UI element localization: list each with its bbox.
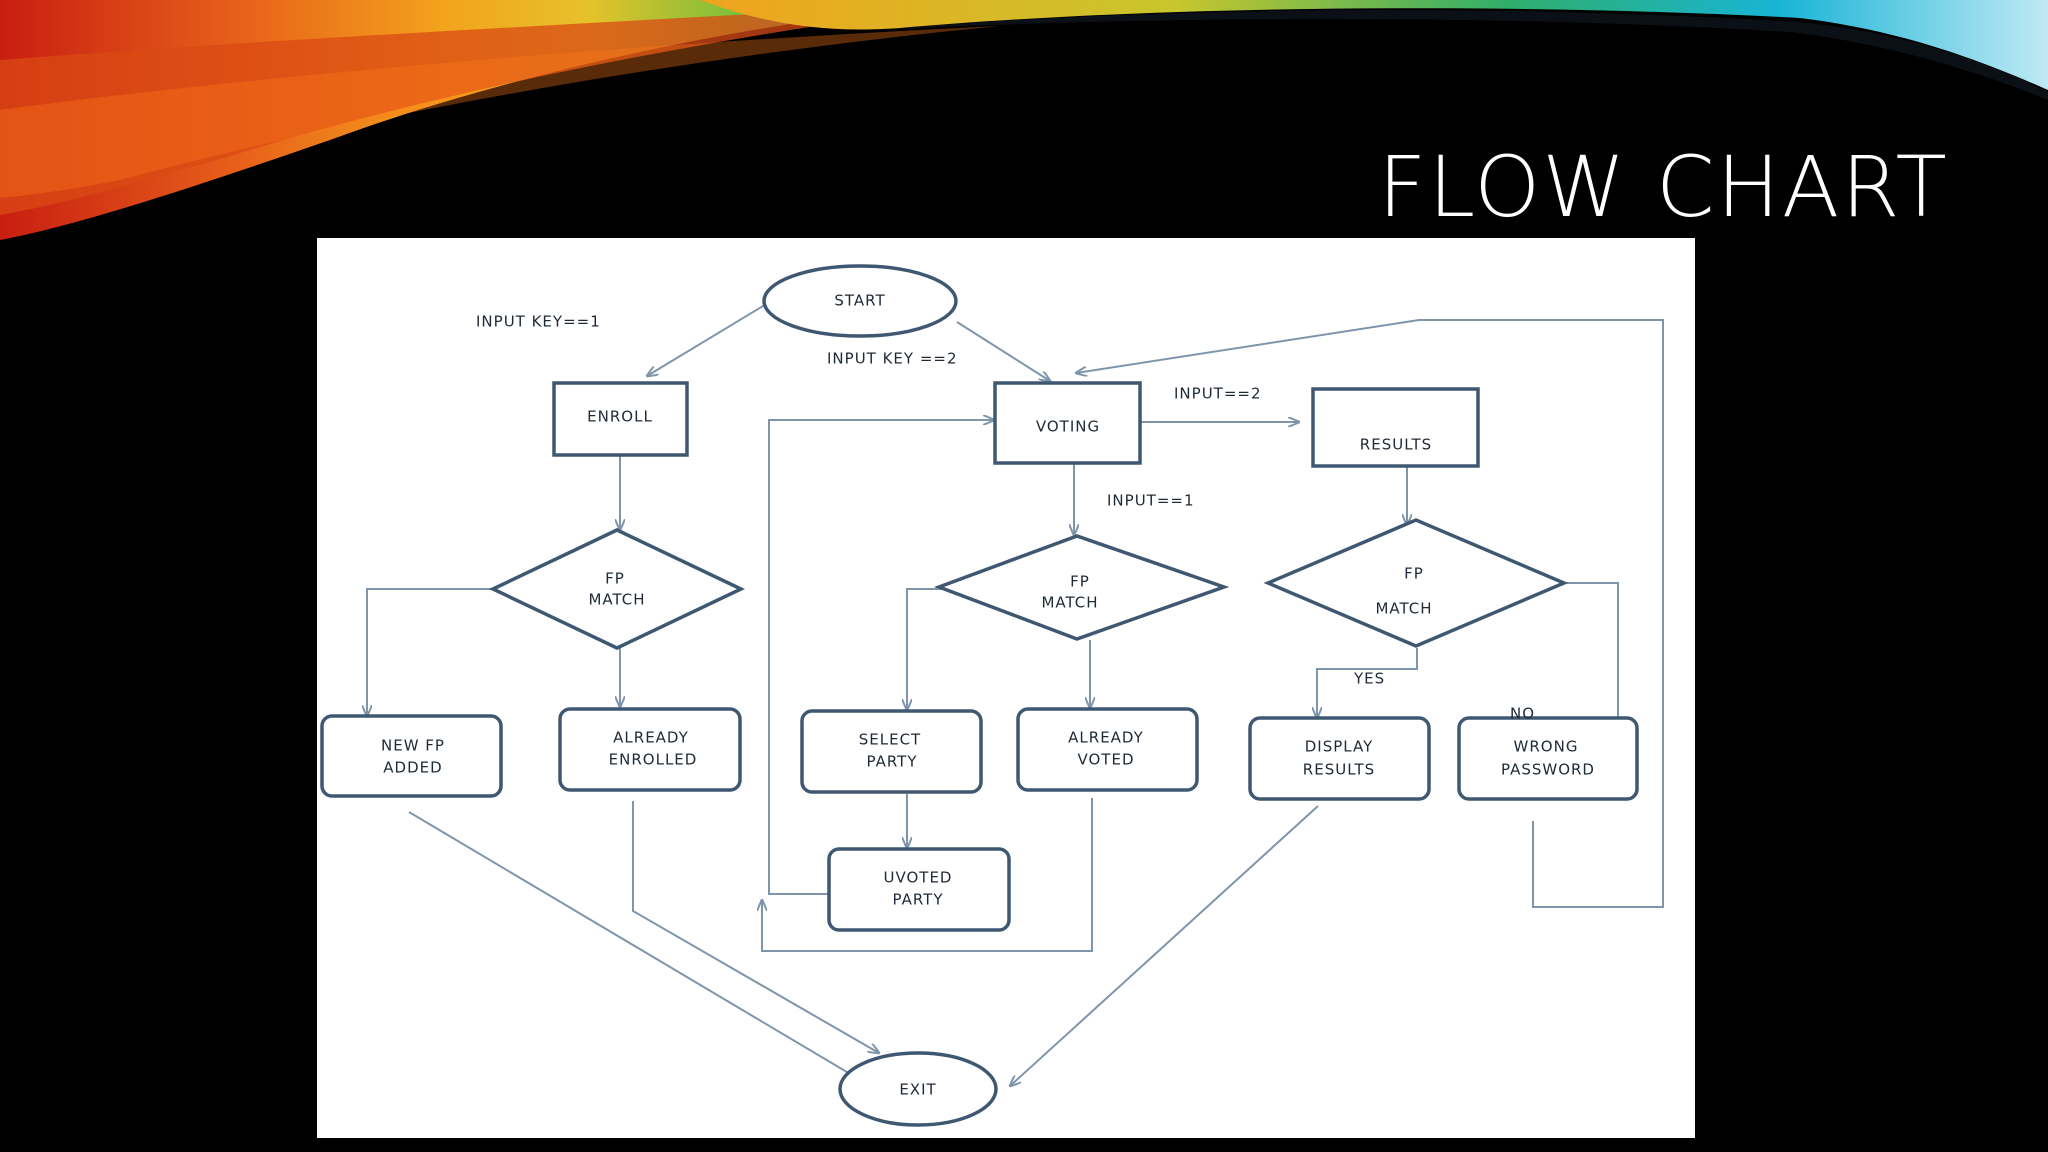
edge-label-input-key-2: INPUT KEY ==2 bbox=[827, 350, 958, 368]
svg-text:UVOTED: UVOTED bbox=[884, 869, 953, 887]
svg-text:FP: FP bbox=[1070, 573, 1090, 591]
svg-text:EXIT: EXIT bbox=[899, 1081, 936, 1099]
edge-label-yes: YES bbox=[1353, 670, 1385, 688]
svg-text:MATCH: MATCH bbox=[1375, 600, 1432, 618]
svg-text:NEW FP: NEW FP bbox=[381, 737, 445, 755]
svg-text:MATCH: MATCH bbox=[1041, 594, 1098, 612]
svg-text:ENROLLED: ENROLLED bbox=[609, 751, 698, 769]
svg-text:PARTY: PARTY bbox=[866, 753, 917, 771]
node-new-fp-added: NEW FP ADDED bbox=[320, 714, 503, 798]
decorative-swoosh-banner bbox=[0, 0, 2048, 240]
node-voting: VOTING bbox=[993, 381, 1142, 465]
svg-text:ENROLL: ENROLL bbox=[587, 408, 653, 426]
svg-text:RESULTS: RESULTS bbox=[1360, 436, 1432, 454]
svg-text:ALREADY: ALREADY bbox=[613, 729, 689, 747]
svg-text:ADDED: ADDED bbox=[383, 759, 442, 777]
svg-text:SELECT: SELECT bbox=[859, 731, 921, 749]
svg-text:DISPLAY: DISPLAY bbox=[1305, 738, 1374, 756]
edge-label-input-key-1: INPUT KEY==1 bbox=[476, 313, 601, 331]
svg-text:PASSWORD: PASSWORD bbox=[1501, 761, 1595, 779]
node-enroll: ENROLL bbox=[552, 381, 689, 457]
svg-text:RESULTS: RESULTS bbox=[1303, 761, 1375, 779]
flowchart-diagram: START ENROLL VOTING RESULTS FP MATCH FP … bbox=[317, 238, 1695, 1138]
svg-text:ALREADY: ALREADY bbox=[1068, 729, 1144, 747]
node-start: START bbox=[762, 264, 958, 338]
node-fp-match-results: FP MATCH bbox=[1263, 518, 1569, 648]
node-exit: EXIT bbox=[838, 1051, 998, 1127]
svg-text:START: START bbox=[834, 292, 885, 310]
node-fp-match-vote: FP MATCH bbox=[933, 534, 1230, 641]
node-select-party: SELECT PARTY bbox=[800, 709, 983, 794]
svg-text:MATCH: MATCH bbox=[588, 591, 645, 609]
edge-label-input-2: INPUT==2 bbox=[1174, 385, 1262, 403]
node-already-enrolled: ALREADY ENROLLED bbox=[558, 707, 742, 792]
edge-label-input-1: INPUT==1 bbox=[1107, 492, 1195, 510]
node-fp-match-enroll: FP MATCH bbox=[488, 528, 746, 650]
node-display-results: DISPLAY RESULTS bbox=[1248, 716, 1431, 801]
edge-label-no: NO bbox=[1510, 705, 1535, 723]
connectors bbox=[367, 302, 1664, 1086]
slide-title: FLOW CHART bbox=[1378, 138, 1949, 236]
svg-text:VOTED: VOTED bbox=[1078, 751, 1135, 769]
node-results: RESULTS bbox=[1311, 387, 1480, 468]
svg-text:FP: FP bbox=[1404, 565, 1424, 583]
svg-text:FP: FP bbox=[605, 570, 625, 588]
svg-text:VOTING: VOTING bbox=[1036, 418, 1100, 436]
node-wrong-password: WRONG PASSWORD bbox=[1457, 716, 1639, 801]
node-uvoted-party: UVOTED PARTY bbox=[827, 847, 1011, 932]
svg-text:WRONG: WRONG bbox=[1514, 738, 1579, 756]
svg-text:PARTY: PARTY bbox=[892, 891, 943, 909]
node-already-voted: ALREADY VOTED bbox=[1016, 707, 1199, 792]
